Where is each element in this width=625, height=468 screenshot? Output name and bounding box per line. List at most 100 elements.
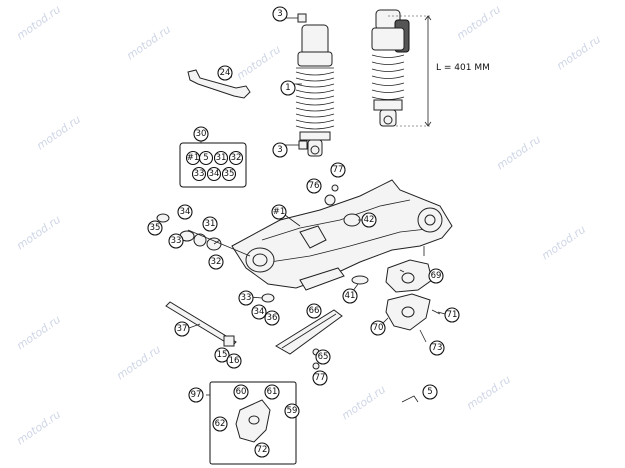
svg-text:30: 30 [196, 129, 207, 139]
callout-30: 30 [193, 126, 209, 142]
svg-text:62: 62 [215, 419, 226, 429]
callout-33: 33 [168, 233, 184, 249]
shock-spring [295, 71, 335, 130]
svg-text:5: 5 [203, 153, 208, 163]
svg-text:34: 34 [180, 207, 191, 217]
svg-text:76: 76 [309, 181, 320, 191]
callout-1: 1 [280, 80, 296, 96]
svg-text:3: 3 [277, 145, 282, 155]
callout-42: 42 [361, 212, 377, 228]
svg-text:3: 3 [277, 9, 282, 19]
svg-text:34: 34 [209, 169, 220, 179]
svg-text:32: 32 [231, 153, 242, 163]
svg-text:77: 77 [333, 165, 344, 175]
svg-text:61: 61 [267, 387, 278, 397]
svg-text:60: 60 [236, 387, 247, 397]
callout-62: 62 [212, 416, 228, 432]
callout-37: 37 [174, 321, 190, 337]
svg-text:32: 32 [211, 257, 222, 267]
svg-text:72: 72 [257, 445, 268, 455]
svg-text:31: 31 [216, 153, 227, 163]
callout-31: 31 [202, 216, 218, 232]
watermark: motod.ru [464, 373, 513, 413]
callout-61: 61 [264, 384, 280, 400]
kit-callout-1: #1 [185, 150, 201, 166]
svg-text:31: 31 [205, 219, 216, 229]
watermark: motod.ru [339, 383, 388, 423]
bolt-bottom-drawing [285, 140, 308, 150]
callout-24: 24 [217, 65, 233, 81]
svg-text:33: 33 [171, 236, 182, 246]
callout-77-top: 77 [330, 162, 346, 178]
callout-15: 15 [214, 347, 230, 363]
callout-97: 97 [188, 387, 204, 403]
callout-69: 69 [428, 268, 444, 284]
chain-guide-drawing [385, 246, 441, 343]
svg-text:70: 70 [373, 323, 384, 333]
svg-text:97: 97 [191, 390, 202, 400]
chain-slider-drawing [275, 309, 343, 355]
chain-guide-kit-box [206, 381, 297, 465]
kit-callout-31: 31 [213, 150, 229, 166]
svg-text:34: 34 [254, 307, 265, 317]
svg-text:15: 15 [217, 350, 228, 360]
svg-text:#1: #1 [187, 153, 200, 163]
callout-76: 76 [306, 178, 322, 194]
callout-65: 65 [315, 349, 331, 365]
callout-1-swingarm: #1 [271, 204, 287, 220]
watermark: motod.ru [114, 343, 163, 383]
watermark: motod.ru [539, 223, 588, 263]
watermark: motod.ru [14, 3, 63, 43]
callout-41: 41 [342, 288, 358, 304]
kit-callout-33: 33 [191, 166, 207, 182]
callout-59: 59 [284, 403, 300, 419]
callout-36: 36 [264, 310, 280, 326]
swingarm-drawing [231, 179, 453, 291]
svg-text:36: 36 [267, 313, 278, 323]
kit-callout-35: 35 [221, 166, 237, 182]
callout-70: 70 [370, 320, 386, 336]
small-parts-drawing [261, 182, 419, 403]
callout-77-bottom: 77 [312, 370, 328, 386]
svg-text:1: 1 [285, 83, 290, 93]
pivot-axle-drawing [165, 301, 237, 347]
callout-5: 5 [422, 384, 438, 400]
svg-text:69: 69 [431, 271, 442, 281]
assembled-shock-drawing: L = 401 MM [371, 9, 490, 127]
kit-callout-5: 5 [198, 150, 214, 166]
watermark: motod.ru [14, 313, 63, 353]
svg-text:77: 77 [315, 373, 326, 383]
svg-text:66: 66 [309, 306, 320, 316]
kit-callout-34: 34 [206, 166, 222, 182]
shock-length-label: L = 401 MM [436, 63, 490, 73]
svg-text:71: 71 [447, 310, 458, 320]
svg-text:35: 35 [150, 223, 161, 233]
svg-text:24: 24 [220, 68, 231, 78]
shock-absorber-drawing [295, 24, 335, 157]
svg-text:73: 73 [432, 343, 443, 353]
svg-text:35: 35 [224, 169, 235, 179]
watermark: motod.ru [14, 213, 63, 253]
svg-text:16: 16 [229, 356, 240, 366]
callout-60: 60 [233, 384, 249, 400]
callout-66: 66 [306, 303, 322, 319]
watermark: motod.ru [34, 113, 83, 153]
svg-text:33: 33 [241, 293, 252, 303]
svg-text:42: 42 [364, 215, 375, 225]
watermark: motod.ru [14, 408, 63, 448]
wrench-tool-drawing [187, 69, 251, 99]
svg-text:5: 5 [427, 387, 432, 397]
watermark: motod.ru [454, 3, 503, 43]
watermark: motod.ru [554, 33, 603, 73]
svg-text:41: 41 [345, 291, 356, 301]
kit-callout-32: 32 [228, 150, 244, 166]
svg-text:#1: #1 [273, 207, 286, 217]
bolt-top-drawing [285, 13, 307, 23]
callout-35: 35 [147, 220, 163, 236]
watermark: motod.ru [124, 23, 173, 63]
svg-text:65: 65 [318, 352, 329, 362]
callout-72: 72 [254, 442, 270, 458]
callout-71: 71 [444, 307, 460, 323]
callout-3-top: 3 [272, 6, 288, 22]
